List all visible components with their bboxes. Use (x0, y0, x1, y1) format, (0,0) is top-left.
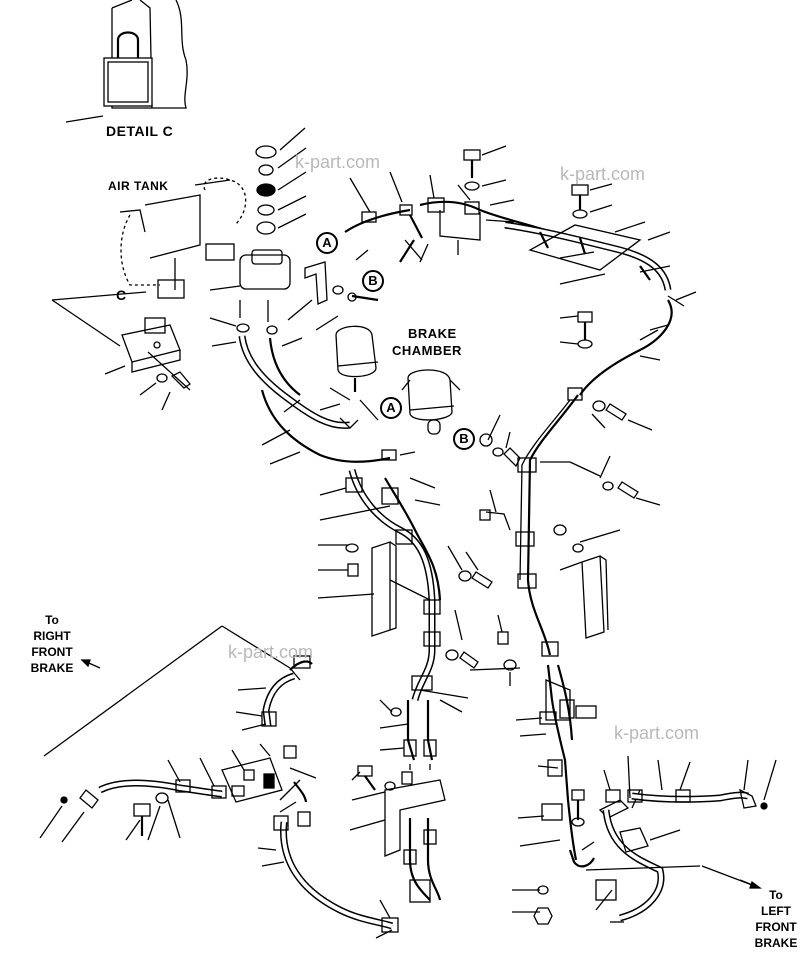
callout-a: A (316, 232, 338, 254)
watermark: k-part.com (228, 642, 314, 662)
air-tank-icon (119, 177, 247, 299)
left-braided-hose-icon (238, 335, 416, 465)
air-tank-label: AIR TANK (108, 179, 169, 193)
center-hose-icon (317, 469, 442, 701)
detail-c-label: DETAIL C (106, 123, 174, 139)
left-front-brake-label: To LEFT FRONT BRAKE (748, 887, 804, 951)
watermark: k-part.com (560, 164, 646, 184)
brake-chamber-label-line1: BRAKE (408, 326, 457, 341)
right-vertical-line-icon (445, 387, 583, 686)
z-bracket-icon (304, 249, 379, 331)
right-brake-line: To (45, 613, 59, 627)
bracket-c-icon (51, 291, 191, 411)
right-front-brake-label: To RIGHT FRONT BRAKE (24, 612, 80, 676)
left-front-brake-icon (512, 664, 777, 925)
brake-chamber-icon (319, 325, 461, 435)
right-brake-line: FRONT (31, 645, 73, 659)
left-brake-line: FRONT (755, 920, 797, 934)
top-air-lines-icon (344, 171, 546, 263)
c-marker-label: C (116, 287, 127, 303)
right-brake-line: BRAKE (30, 661, 74, 675)
valve-stack-icon (205, 127, 313, 347)
left-brake-line: BRAKE (754, 936, 798, 950)
arrow-icon (80, 659, 762, 889)
left-channel-bracket-icon (345, 541, 431, 637)
right-channel-bracket-icon (553, 524, 621, 639)
middle-right-bolts-icon (540, 311, 661, 506)
callout-a: A (380, 397, 402, 419)
watermark: k-part.com (295, 152, 381, 172)
right-hose-icon (504, 221, 697, 396)
left-brake-line: To (769, 888, 783, 902)
callout-b: B (362, 270, 384, 292)
watermark: k-part.com (614, 723, 700, 743)
bolt-icon (463, 145, 613, 219)
left-brake-line: LEFT (761, 904, 791, 918)
callout-b: B (453, 428, 475, 450)
right-front-brake-icon (39, 625, 399, 939)
right-brake-line: RIGHT (33, 629, 71, 643)
brake-chamber-label-line2: CHAMBER (392, 343, 462, 358)
detail-c-lock-icon (65, 0, 188, 123)
center-lower-assembly-icon (349, 689, 469, 903)
